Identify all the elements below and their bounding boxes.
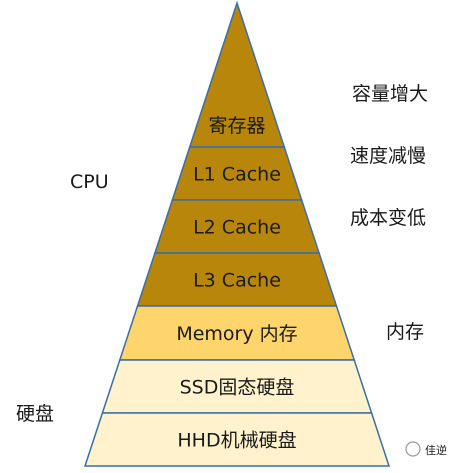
cost-decrease-label: 成本变低 bbox=[350, 207, 426, 229]
pyramid-layer-label-3: L3 Cache bbox=[193, 270, 281, 292]
wechat-icon bbox=[405, 441, 421, 457]
memory-side-label: 内存 bbox=[386, 321, 424, 343]
speed-decrease-label: 速度减慢 bbox=[350, 145, 426, 167]
watermark: 佳逆 bbox=[405, 441, 447, 457]
disk-label: 硬盘 bbox=[16, 403, 54, 425]
watermark-text: 佳逆 bbox=[425, 443, 447, 457]
pyramid-layer-label-5: SSD固态硬盘 bbox=[180, 377, 295, 399]
pyramid-layer-label-2: L2 Cache bbox=[193, 217, 281, 239]
pyramid-layer-label-1: L1 Cache bbox=[193, 164, 281, 186]
pyramid-layer-6 bbox=[83, 412, 391, 467]
pyramid-layer-label-6: HHD机械硬盘 bbox=[177, 430, 296, 452]
capacity-increase-label: 容量增大 bbox=[352, 83, 428, 105]
pyramid-layer-label-4: Memory 内存 bbox=[176, 323, 297, 345]
cpu-label: CPU bbox=[70, 171, 109, 193]
pyramid-layer-label-0: 寄存器 bbox=[208, 115, 265, 137]
